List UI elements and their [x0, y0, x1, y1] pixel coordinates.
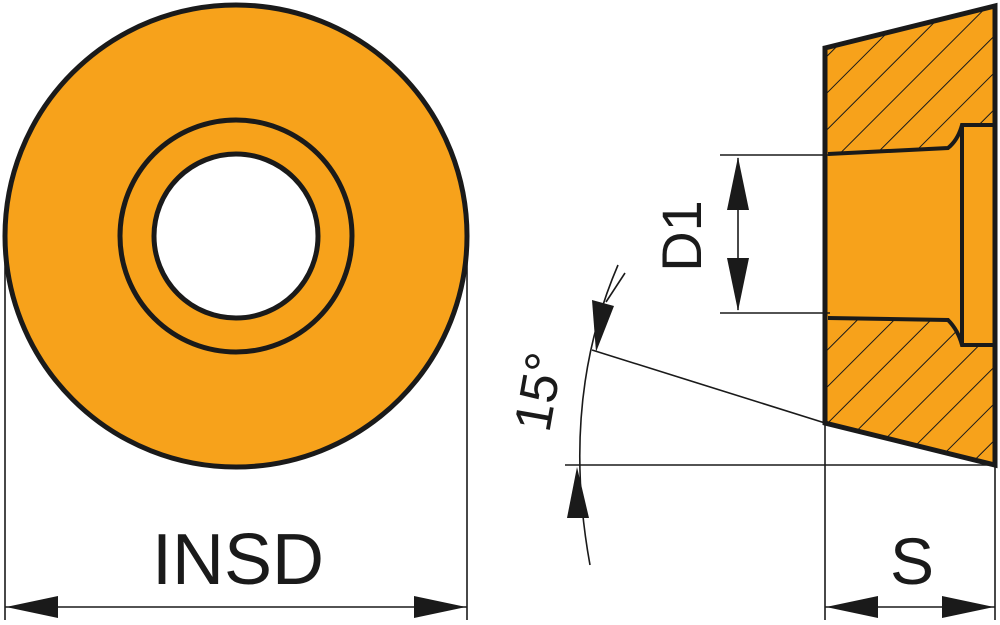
angle-arrow-lower: [567, 467, 589, 518]
d1-dimension: D1: [650, 154, 830, 314]
insd-label: INSD: [152, 520, 324, 600]
insert-countersink-ring: [117, 117, 355, 355]
angle-dimension: 15°: [504, 264, 996, 620]
insd-arrow-left: [6, 596, 58, 618]
s-dimension: S: [825, 524, 995, 618]
s-arrow-right: [942, 596, 994, 618]
insert-section-view: [822, 2, 998, 469]
insd-arrow-right: [414, 596, 466, 618]
d1-arrow-up: [727, 157, 749, 210]
bore-profile: [827, 123, 995, 347]
insert-top-view: [2, 2, 470, 470]
angle-arc: [578, 264, 619, 566]
insert-bore-hole: [151, 151, 321, 321]
d1-arrow-down: [727, 258, 749, 311]
insd-dimension: INSD: [4, 236, 468, 620]
d1-label: D1: [650, 200, 713, 272]
angle-arrow-upper: [592, 300, 614, 352]
s-arrow-left: [826, 596, 878, 618]
angle-label: 15°: [504, 348, 575, 436]
s-label: S: [890, 524, 934, 598]
